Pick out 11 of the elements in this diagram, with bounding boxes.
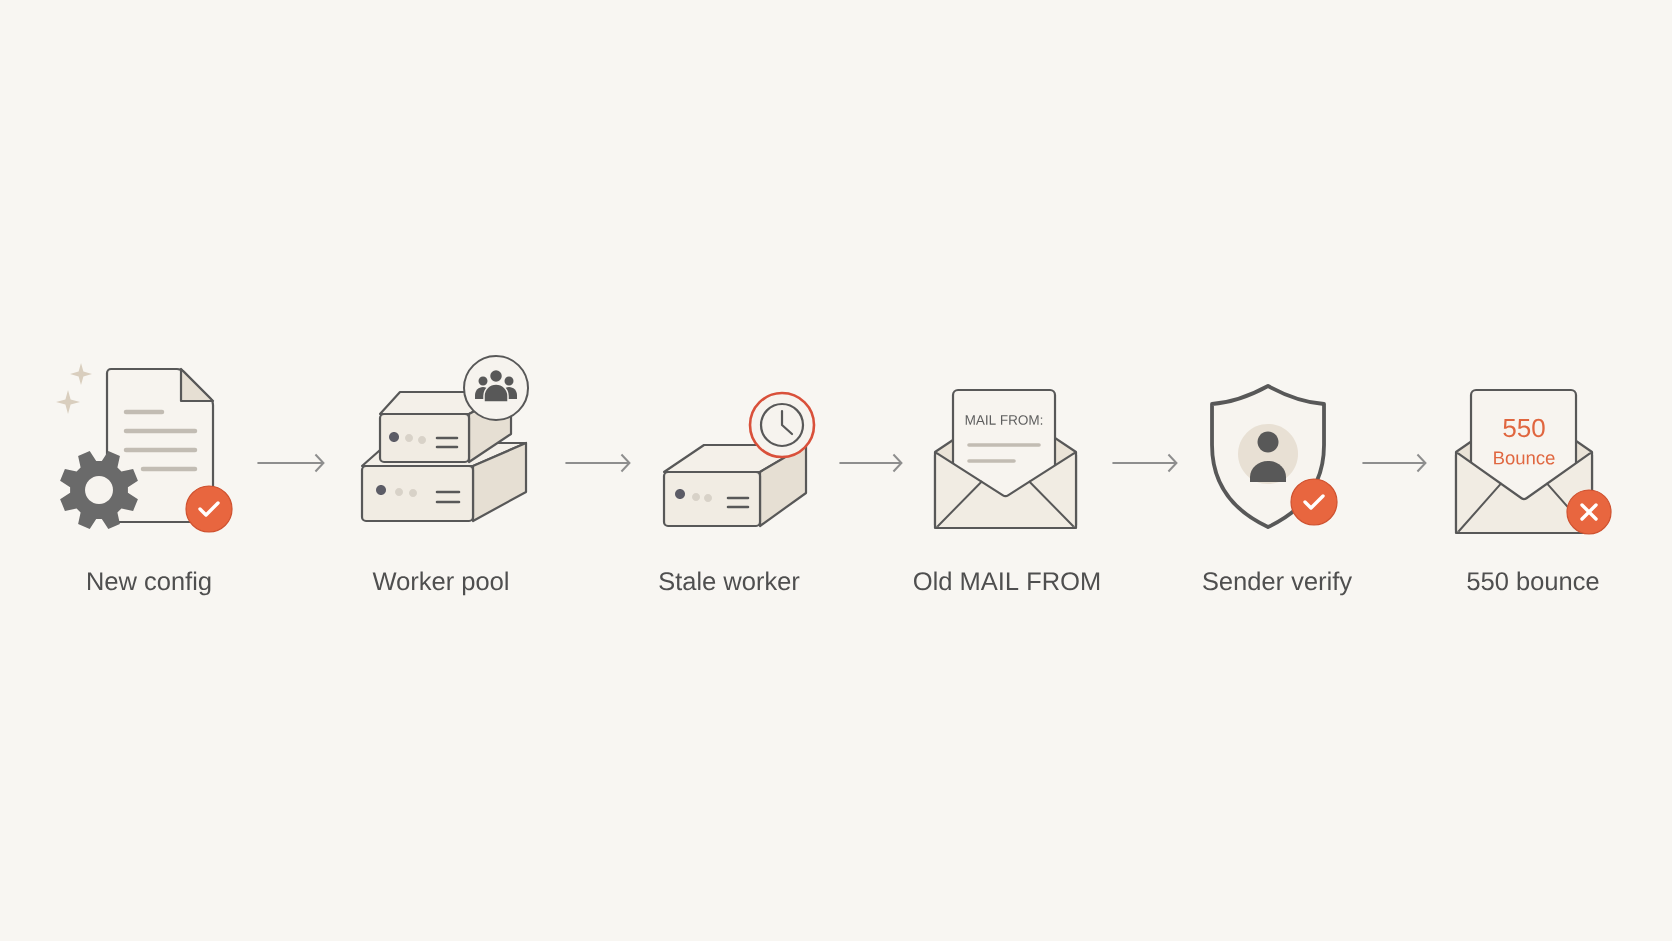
arrow — [565, 453, 631, 473]
step-label: Sender verify — [1203, 571, 1353, 596]
arrow — [257, 453, 325, 473]
step-label: Worker pool — [372, 571, 508, 596]
step-label: 550 bounce — [1467, 571, 1599, 591]
arrow — [1362, 453, 1427, 473]
arrow — [839, 453, 903, 473]
step-label: Stale worker — [659, 571, 800, 591]
step-label: Old MAIL FROM — [914, 571, 1100, 591]
step-label: New config — [88, 571, 211, 596]
arrow — [1112, 453, 1178, 473]
